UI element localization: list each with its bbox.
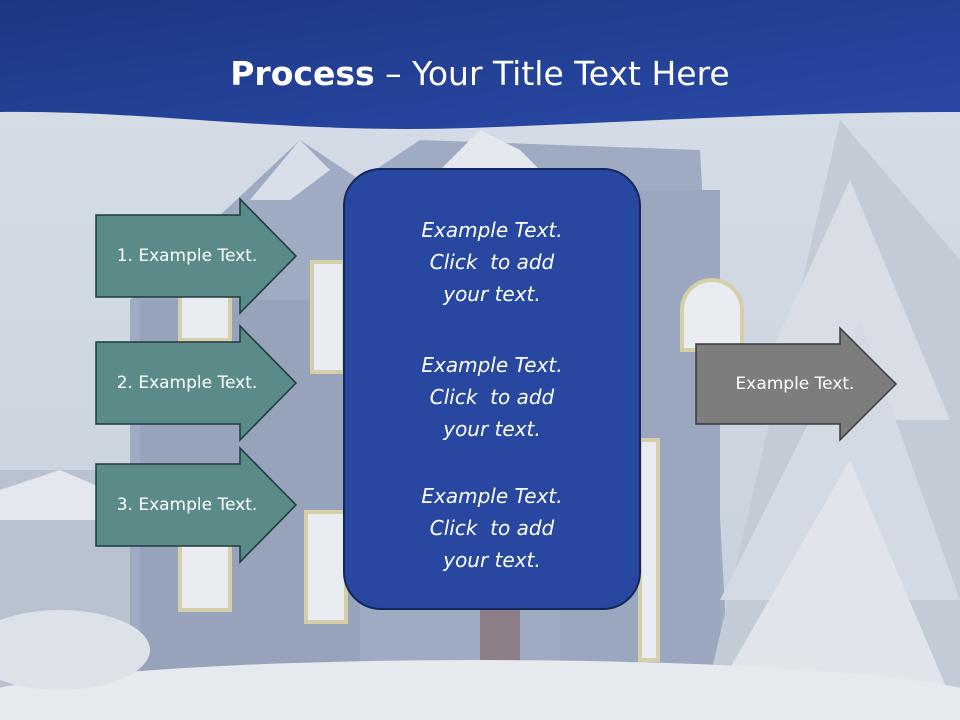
left-arrow-1-label: 1. Example Text.	[116, 246, 258, 266]
title-bold: Process	[230, 54, 375, 93]
right-arrow[interactable]	[695, 326, 898, 442]
center-block-line: Example Text.	[421, 353, 563, 377]
center-block-line: Click to add	[429, 516, 555, 540]
center-block-2: Example Text. Click to add your text.	[345, 349, 639, 445]
center-block-line: your text.	[443, 417, 541, 441]
center-block-line: Example Text.	[421, 218, 563, 242]
center-block-3: Example Text. Click to add your text.	[345, 480, 639, 576]
snow-ground-graphic	[0, 470, 960, 720]
slide-title: Process – Your Title Text Here	[0, 52, 960, 96]
center-text-box[interactable]: Example Text. Click to add your text. Ex…	[343, 168, 641, 610]
left-arrow-2[interactable]	[95, 324, 298, 442]
title-rest: – Your Title Text Here	[374, 54, 730, 93]
right-arrow-label: Example Text.	[735, 374, 855, 394]
title-banner	[0, 0, 960, 129]
left-arrow-1[interactable]	[95, 197, 298, 315]
center-block-line: Example Text.	[421, 484, 563, 508]
center-block-1: Example Text. Click to add your text.	[345, 214, 639, 310]
left-arrow-3[interactable]	[95, 446, 298, 564]
center-block-line: your text.	[443, 282, 541, 306]
left-arrow-3-label: 3. Example Text.	[116, 495, 258, 515]
center-block-line: Click to add	[429, 385, 555, 409]
center-block-line: Click to add	[429, 250, 555, 274]
left-arrow-2-label: 2. Example Text.	[116, 373, 258, 393]
center-block-line: your text.	[443, 548, 541, 572]
